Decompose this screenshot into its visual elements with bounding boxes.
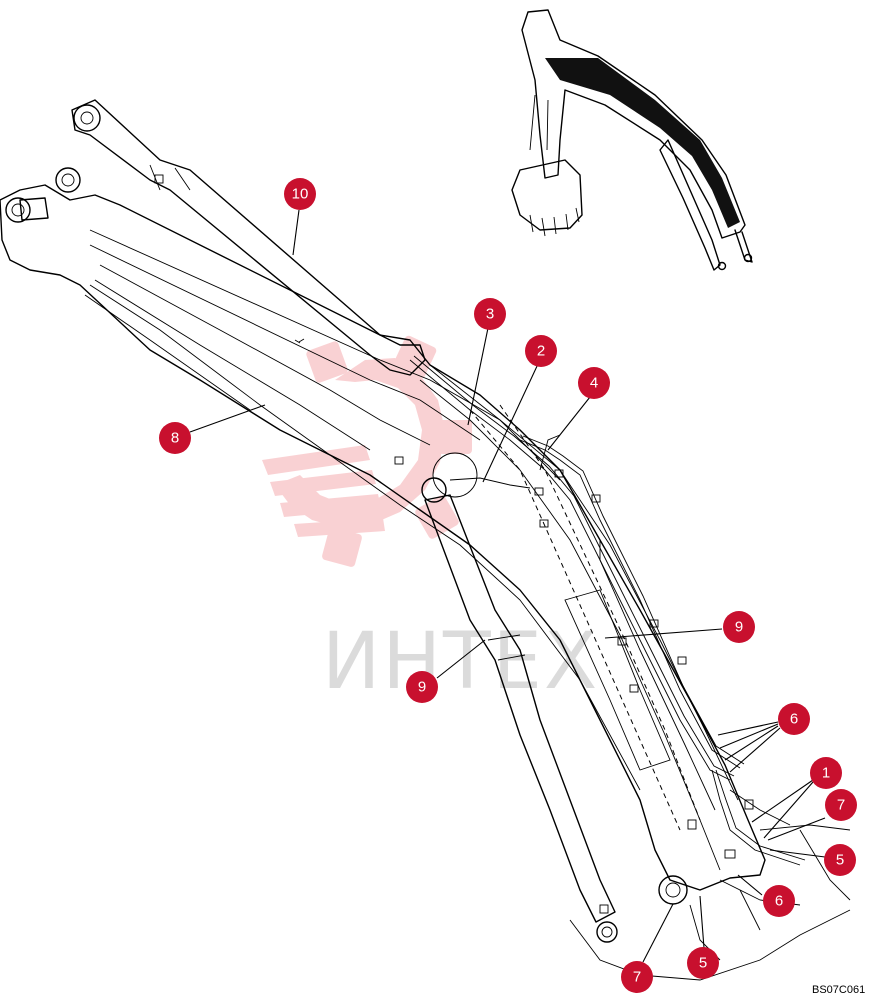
svg-text:9: 9 (418, 679, 426, 696)
leader-lines (189, 209, 826, 963)
callout-5-bottom: 5 (687, 947, 719, 979)
svg-text:1: 1 (822, 765, 830, 782)
callout-6-bottom: 6 (763, 885, 795, 917)
callout-9-right: 9 (723, 611, 755, 643)
watermark-logo (262, 335, 472, 567)
watermark-text: ИНТЕХ (322, 617, 599, 707)
svg-text:9: 9 (735, 619, 743, 636)
callout-7-right: 7 (825, 789, 857, 821)
callout-6-top: 6 (778, 703, 810, 735)
svg-text:3: 3 (486, 306, 494, 323)
svg-text:7: 7 (633, 969, 641, 986)
callout-9-left: 9 (406, 671, 438, 703)
svg-text:4: 4 (590, 375, 598, 392)
callout-1: 1 (810, 757, 842, 789)
svg-text:7: 7 (837, 797, 845, 814)
svg-text:6: 6 (775, 893, 783, 910)
svg-text:5: 5 (699, 955, 707, 972)
callout-3: 3 (474, 298, 506, 330)
boom-illustration (0, 99, 851, 981)
callout-4: 4 (578, 367, 610, 399)
svg-text:2: 2 (537, 343, 545, 360)
callout-5-right: 5 (824, 844, 856, 876)
svg-text:8: 8 (171, 430, 179, 447)
svg-text:5: 5 (836, 852, 844, 869)
callout-7-bottom: 7 (621, 961, 653, 993)
svg-text:6: 6 (790, 711, 798, 728)
svg-text:10: 10 (292, 186, 309, 203)
callout-2: 2 (525, 335, 557, 367)
callout-10: 10 (284, 178, 316, 210)
inset-arm-illustration (511, 9, 753, 271)
callout-8: 8 (159, 422, 191, 454)
drawing-code: BS07C061 (812, 984, 865, 996)
